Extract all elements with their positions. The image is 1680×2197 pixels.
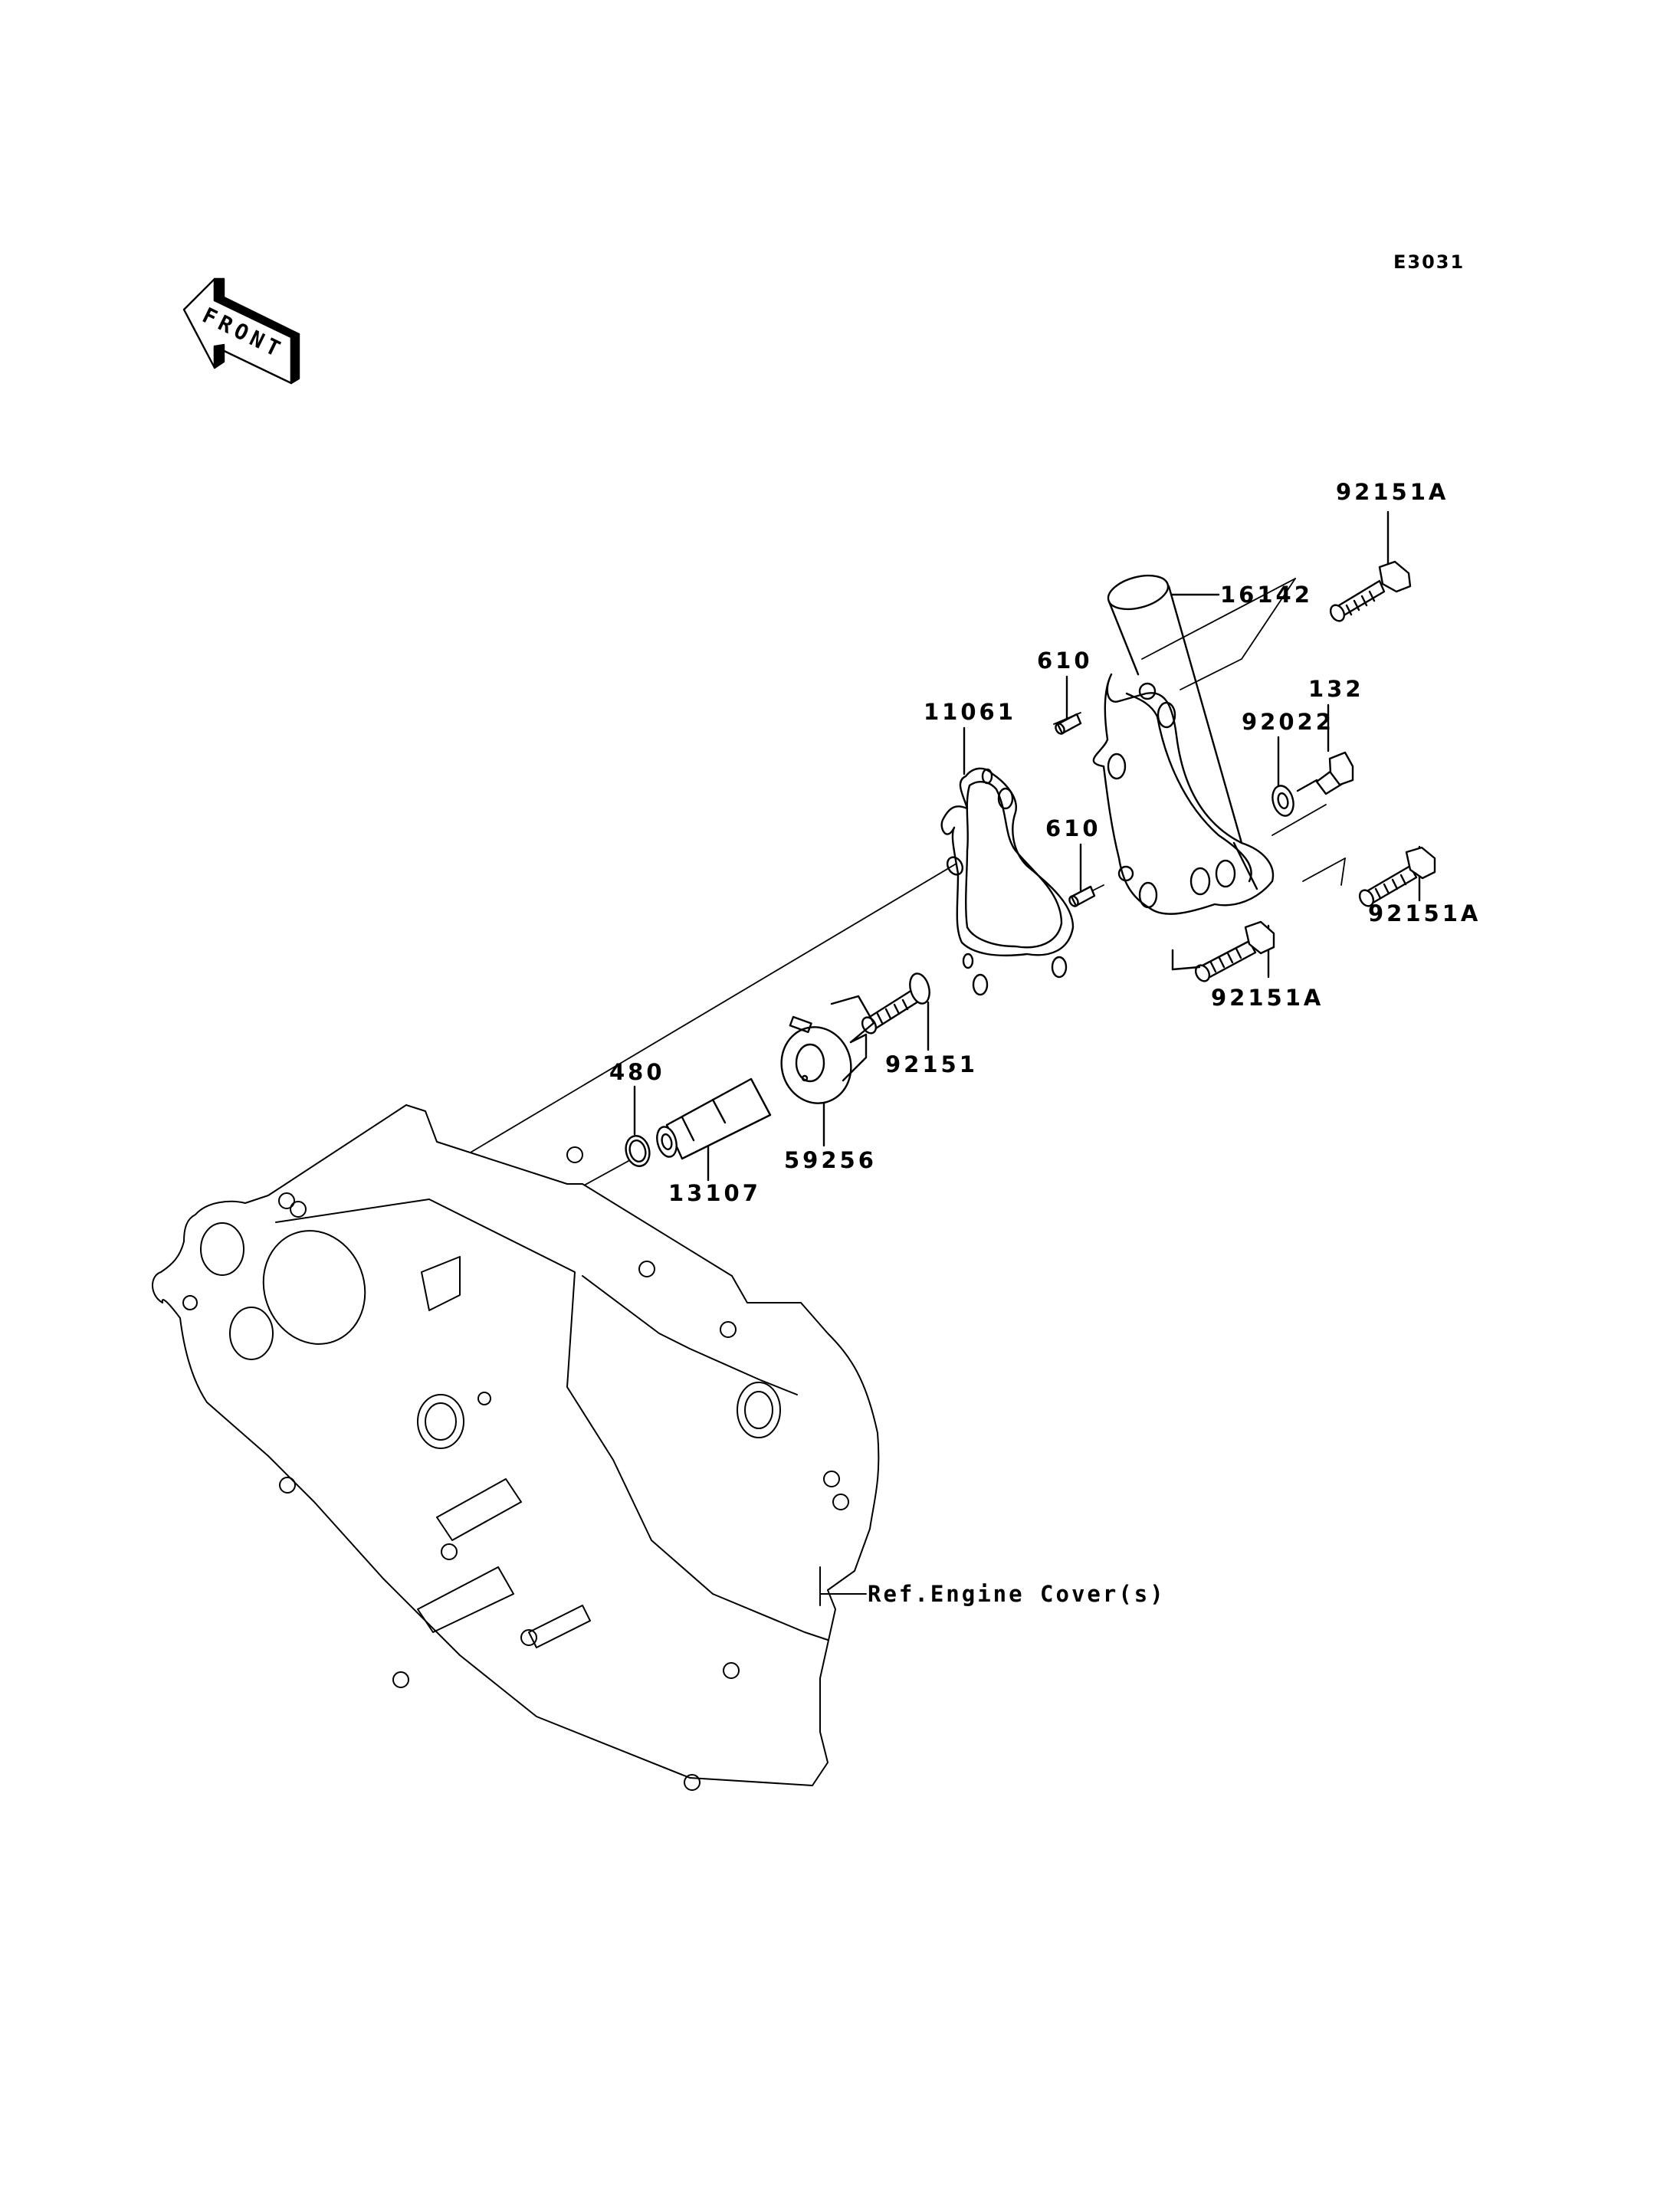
bolt-bottom bbox=[1173, 922, 1274, 984]
part-label-92151A-right[interactable]: 92151A bbox=[1368, 900, 1481, 926]
dowel-pin-lower bbox=[1068, 844, 1094, 908]
part-label-92022[interactable]: 92022 bbox=[1242, 709, 1334, 735]
leader-ref-engine-cover bbox=[820, 1567, 866, 1605]
dowel-pin-upper bbox=[1054, 677, 1081, 736]
impeller-bolt bbox=[860, 972, 933, 1050]
part-label-610-lower[interactable]: 610 bbox=[1045, 815, 1101, 841]
water-pump-cover bbox=[1094, 569, 1273, 913]
part-label-92151A-top[interactable]: 92151A bbox=[1336, 479, 1449, 505]
bolt-top bbox=[1328, 512, 1410, 624]
impeller bbox=[773, 996, 874, 1146]
part-label-59256[interactable]: 59256 bbox=[784, 1147, 877, 1173]
reference-label-engine-cover[interactable]: Ref.Engine Cover(s) bbox=[868, 1581, 1166, 1607]
part-label-92151[interactable]: 92151 bbox=[885, 1051, 978, 1077]
part-label-13107[interactable]: 13107 bbox=[668, 1180, 761, 1206]
front-arrow-icon: FRONT bbox=[184, 279, 299, 383]
part-label-610-upper[interactable]: 610 bbox=[1037, 648, 1093, 674]
circlip bbox=[622, 1087, 652, 1169]
washer bbox=[1269, 737, 1317, 818]
alignment-lines bbox=[437, 579, 1345, 1186]
gasket bbox=[942, 728, 1073, 995]
part-label-132[interactable]: 132 bbox=[1308, 676, 1364, 702]
part-label-11061[interactable]: 11061 bbox=[924, 699, 1016, 725]
diagram-code: E3031 bbox=[1393, 251, 1465, 273]
shaft bbox=[654, 1079, 770, 1180]
engine-cover bbox=[153, 1105, 878, 1790]
drain-bolt bbox=[1317, 705, 1353, 794]
part-label-480[interactable]: 480 bbox=[609, 1059, 665, 1085]
part-label-16142[interactable]: 16142 bbox=[1220, 582, 1313, 608]
bolt-right bbox=[1357, 847, 1435, 909]
part-label-92151A-bottom[interactable]: 92151A bbox=[1211, 985, 1324, 1011]
